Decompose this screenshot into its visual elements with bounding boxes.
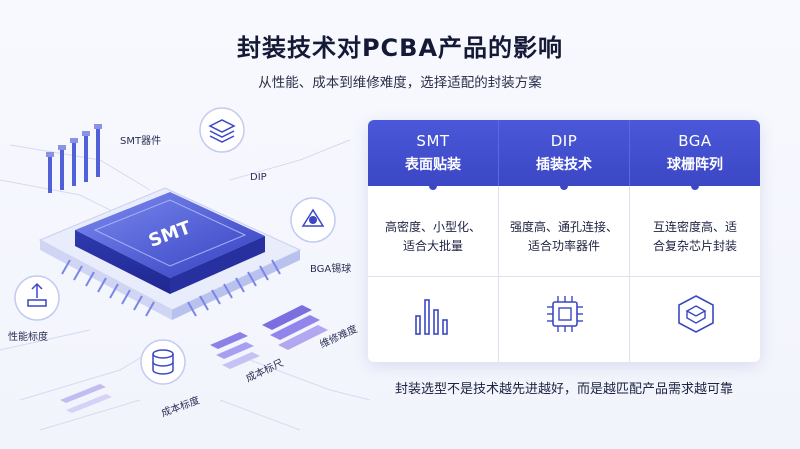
column-header-dip: DIP 插装技术 — [499, 120, 629, 186]
page-subtitle: 从性能、成本到维修难度，选择适配的封装方案 — [258, 75, 542, 91]
cost-ruler-bars — [210, 332, 260, 369]
description-bga: 互连密度高、适 合复杂芯片封装 — [630, 218, 760, 256]
header: 封装技术对PCBA产品的影响 从性能、成本到维修难度，选择适配的封装方案 — [0, 28, 800, 91]
column-marker-dot — [691, 182, 699, 190]
description-line: 合复杂芯片封装 — [652, 239, 737, 253]
bga-solder-label: BGA锡球 — [310, 264, 352, 275]
footer-note: 封装选型不是技术越先进越好，而是越匹配产品需求越可靠 — [394, 382, 733, 397]
chip-right-side — [170, 236, 265, 294]
column-divider — [498, 186, 499, 362]
description-line: 强度高、通孔连接、 — [509, 220, 618, 234]
chip-left-side — [75, 230, 170, 294]
column-marker-dot — [429, 182, 437, 190]
column-header-bga: BGA 球栅阵列 — [630, 120, 760, 186]
performance-icon — [14, 275, 60, 321]
bga-solder-icon — [290, 197, 336, 243]
column-subtitle: 表面贴装 — [405, 157, 461, 173]
page-title: 封装技术对PCBA产品的影响 — [236, 34, 564, 62]
small-bars — [60, 384, 112, 413]
chip-illustration: SMT — [0, 100, 370, 449]
stack-layers-icon — [678, 295, 714, 333]
chip-top-inset — [93, 199, 247, 267]
illustration-canvas: SMT — [0, 107, 370, 431]
description-smt: 高密度、小型化、 适合大批量 — [368, 218, 498, 256]
comparison-table: SMT 表面贴装 DIP 插装技术 BGA 球栅阵列 高密度、小型化、 适合大批… — [368, 120, 760, 362]
column-divider — [629, 186, 630, 362]
column-name: DIP — [550, 132, 578, 150]
repair-difficulty-bars — [262, 305, 328, 350]
column-subtitle: 插装技术 — [536, 157, 592, 173]
performance-label: 性能标度 — [8, 332, 48, 343]
description-line: 适合大批量 — [402, 239, 463, 253]
chip-pins — [61, 259, 281, 317]
circuit-lines — [0, 139, 370, 431]
bar-chart-icon — [415, 299, 448, 335]
column-name: SMT — [416, 132, 450, 150]
description-line: 适合功率器件 — [527, 239, 600, 253]
column-marker-dot — [560, 182, 568, 190]
column-subtitle: 球栅阵列 — [667, 157, 723, 173]
description-line: 高密度、小型化、 — [384, 220, 481, 234]
column-header-smt: SMT 表面贴装 — [368, 120, 498, 186]
row-divider — [368, 276, 760, 277]
column-name: BGA — [678, 132, 712, 150]
chip-top — [75, 192, 265, 278]
dip-layers-icon — [199, 107, 245, 153]
chip-icon — [547, 296, 583, 332]
table-header-row: SMT 表面贴装 DIP 插装技术 BGA 球栅阵列 — [368, 120, 760, 186]
description-dip: 强度高、通孔连接、 适合功率器件 — [499, 218, 629, 256]
smt-device-pins — [46, 124, 102, 193]
smt-device-label: SMT器件 — [120, 136, 162, 147]
dip-label: DIP — [250, 172, 267, 183]
description-line: 互连密度高、适 — [652, 220, 737, 234]
cost-coins-icon — [140, 339, 186, 385]
